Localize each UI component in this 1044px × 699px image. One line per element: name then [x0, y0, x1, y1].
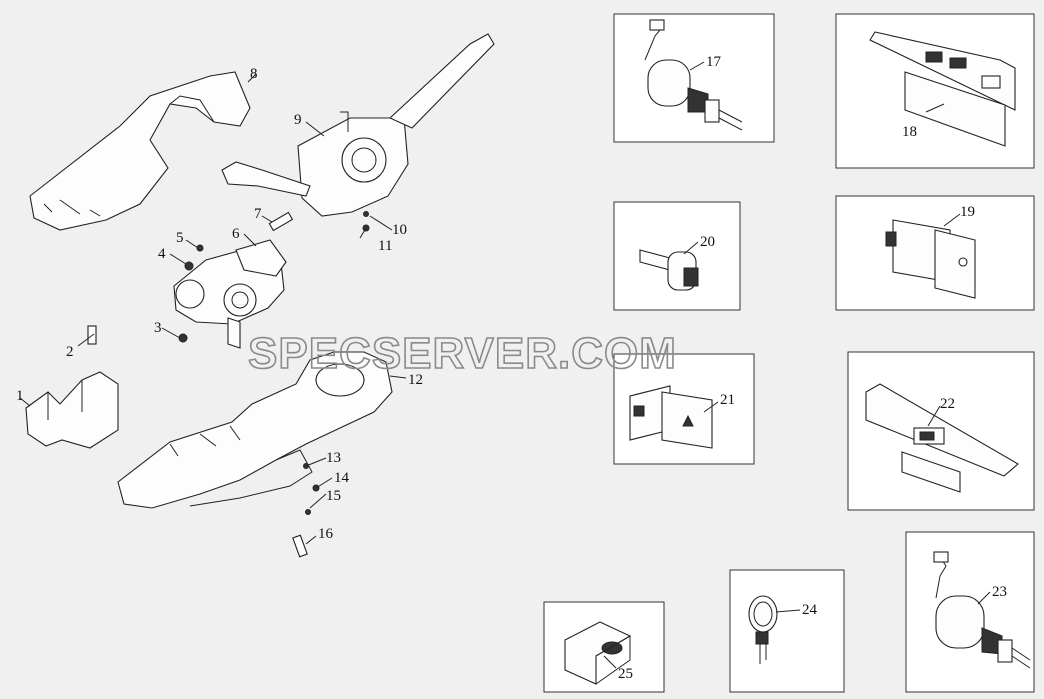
callout-10: 10: [392, 222, 407, 238]
lower-column-shroud: [117, 351, 393, 509]
callout-11: 11: [378, 238, 392, 254]
detail-box-19: [835, 195, 1035, 311]
callout-16: 16: [318, 526, 334, 542]
callout-25: 25: [618, 666, 633, 682]
callout-6: 6: [232, 226, 240, 242]
callout-20: 20: [700, 234, 715, 250]
callout-2: 2: [66, 344, 74, 360]
callout-14: 14: [334, 470, 350, 486]
multifunction-switch: [221, 33, 495, 217]
callout-1: 1: [16, 388, 24, 404]
detail-box-20: [613, 201, 741, 311]
callout-24: 24: [802, 602, 818, 618]
callout-7: 7: [254, 206, 262, 222]
callout-3: 3: [154, 320, 162, 336]
ignition-lock-housing: [173, 239, 287, 349]
callout-13: 13: [326, 450, 341, 466]
detail-box-24: [729, 569, 845, 693]
detail-box-17: [613, 13, 775, 143]
callout-21: 21: [720, 392, 735, 408]
detail-box-22: [847, 351, 1035, 511]
callout-4: 4: [158, 246, 166, 262]
detail-box-18: [835, 13, 1035, 169]
callout-17: 17: [706, 54, 722, 70]
upper-column-shroud: [29, 71, 251, 231]
detail-box-25: [543, 601, 665, 693]
callout-5: 5: [176, 230, 184, 246]
detail-box-21: [613, 353, 755, 465]
callout-12: 12: [408, 372, 423, 388]
callout-18: 18: [902, 124, 917, 140]
callout-22: 22: [940, 396, 955, 412]
callout-19: 19: [960, 204, 975, 220]
callout-8: 8: [250, 66, 258, 82]
callout-9: 9: [294, 112, 302, 128]
leader-lines: [19, 61, 991, 669]
detail-box-23: [905, 531, 1035, 693]
callout-15: 15: [326, 488, 341, 504]
watermark-text: SPECSERVER.COM: [248, 329, 677, 378]
mounting-bracket: [25, 371, 119, 449]
callout-23: 23: [992, 584, 1007, 600]
